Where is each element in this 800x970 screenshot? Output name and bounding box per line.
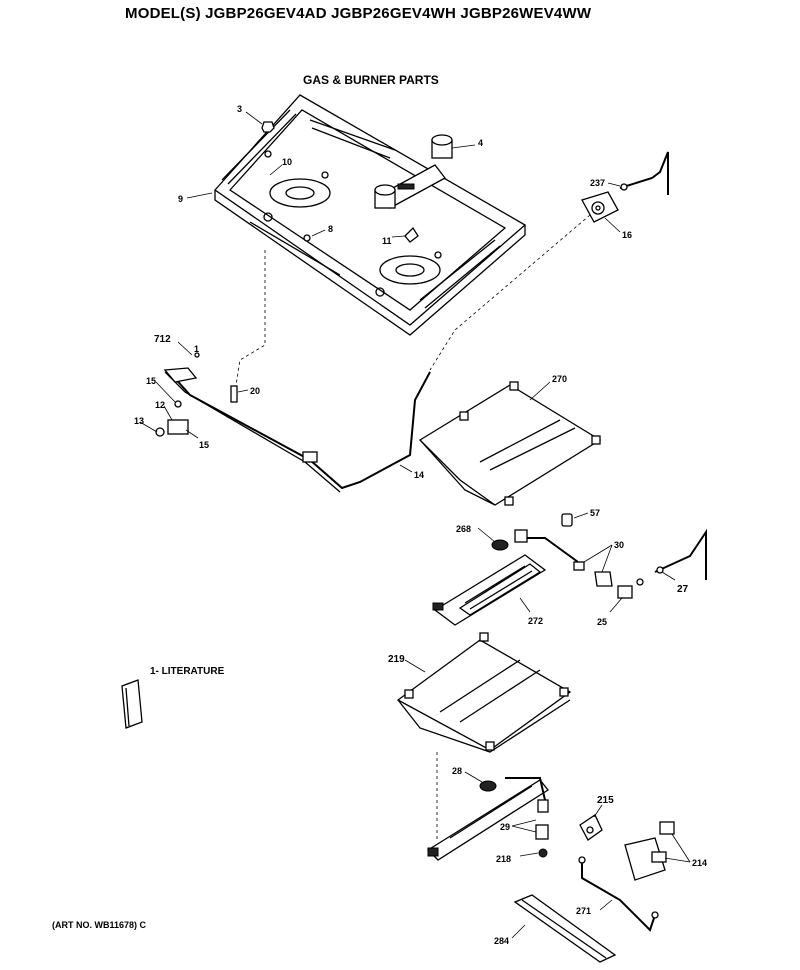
- callout-9: 9: [178, 194, 183, 204]
- callout-28: 28: [452, 766, 462, 776]
- shield-284: [513, 894, 617, 963]
- callout-25: 25: [597, 617, 607, 627]
- tube-271: [578, 856, 659, 932]
- parts-30: [573, 561, 613, 587]
- callout-14: 14: [414, 470, 424, 480]
- callout-218: 218: [496, 854, 511, 864]
- valve-214: [624, 821, 675, 881]
- callout-271: 271: [576, 906, 591, 916]
- callout-12: 12: [155, 400, 165, 410]
- callout-237: 237: [590, 178, 605, 188]
- literature-booklet: [121, 679, 143, 729]
- callout-30: 30: [614, 540, 624, 550]
- callout-270: 270: [552, 374, 567, 384]
- panel-219: [396, 632, 572, 753]
- callout-4: 4: [478, 138, 483, 148]
- manifold-pipe: [155, 352, 431, 493]
- callout-284: 284: [494, 936, 509, 946]
- ignitor-assembly: [374, 134, 453, 209]
- callout-13: 13: [134, 416, 144, 426]
- part-57: [561, 513, 573, 527]
- burner-272: [432, 554, 547, 626]
- art-number: (ART NO. WB11678) C: [52, 920, 147, 930]
- leader-lines: [139, 111, 691, 939]
- section-title: GAS & BURNER PARTS: [303, 73, 439, 87]
- part-8-screw: [303, 234, 311, 242]
- broiler-burner: [426, 777, 549, 861]
- callout-10: 10: [282, 157, 292, 167]
- callout-268: 268: [456, 524, 471, 534]
- part-237-tube: [619, 151, 669, 195]
- literature-label: 1- LITERATURE: [150, 666, 225, 677]
- callout-272: 272: [528, 616, 543, 626]
- part-11-bracket: [404, 226, 419, 243]
- callout-215: 215: [597, 795, 614, 806]
- callout-15b: 15: [199, 440, 209, 450]
- callout-214: 214: [692, 858, 707, 868]
- callout-3: 3: [237, 104, 242, 114]
- panel-270: [418, 381, 602, 506]
- callout-16: 16: [622, 230, 632, 240]
- tube-268: [491, 529, 579, 563]
- callout-219: 219: [388, 654, 405, 665]
- callout-57: 57: [590, 508, 600, 518]
- callout-1: 1: [194, 344, 199, 354]
- part-16-valve: [581, 191, 619, 223]
- model-header: MODEL(S) JGBP26GEV4AD JGBP26GEV4WH JGBP2…: [125, 5, 592, 22]
- callout-11: 11: [382, 236, 392, 246]
- callout-15a: 15: [146, 376, 156, 386]
- burner-box: [214, 94, 527, 336]
- callout-29: 29: [500, 822, 510, 832]
- callout-712: 712: [154, 334, 171, 345]
- part-25: [617, 578, 644, 599]
- part-215: [579, 814, 603, 841]
- callout-labels: 3 4 10 9 8 11 237 16 712 1 20 15 12 13 1…: [134, 104, 707, 946]
- callout-8: 8: [328, 224, 333, 234]
- callout-27: 27: [677, 584, 689, 595]
- part-3-nut: [261, 121, 275, 133]
- part-27-tube: [654, 528, 707, 580]
- callout-20: 20: [250, 386, 260, 396]
